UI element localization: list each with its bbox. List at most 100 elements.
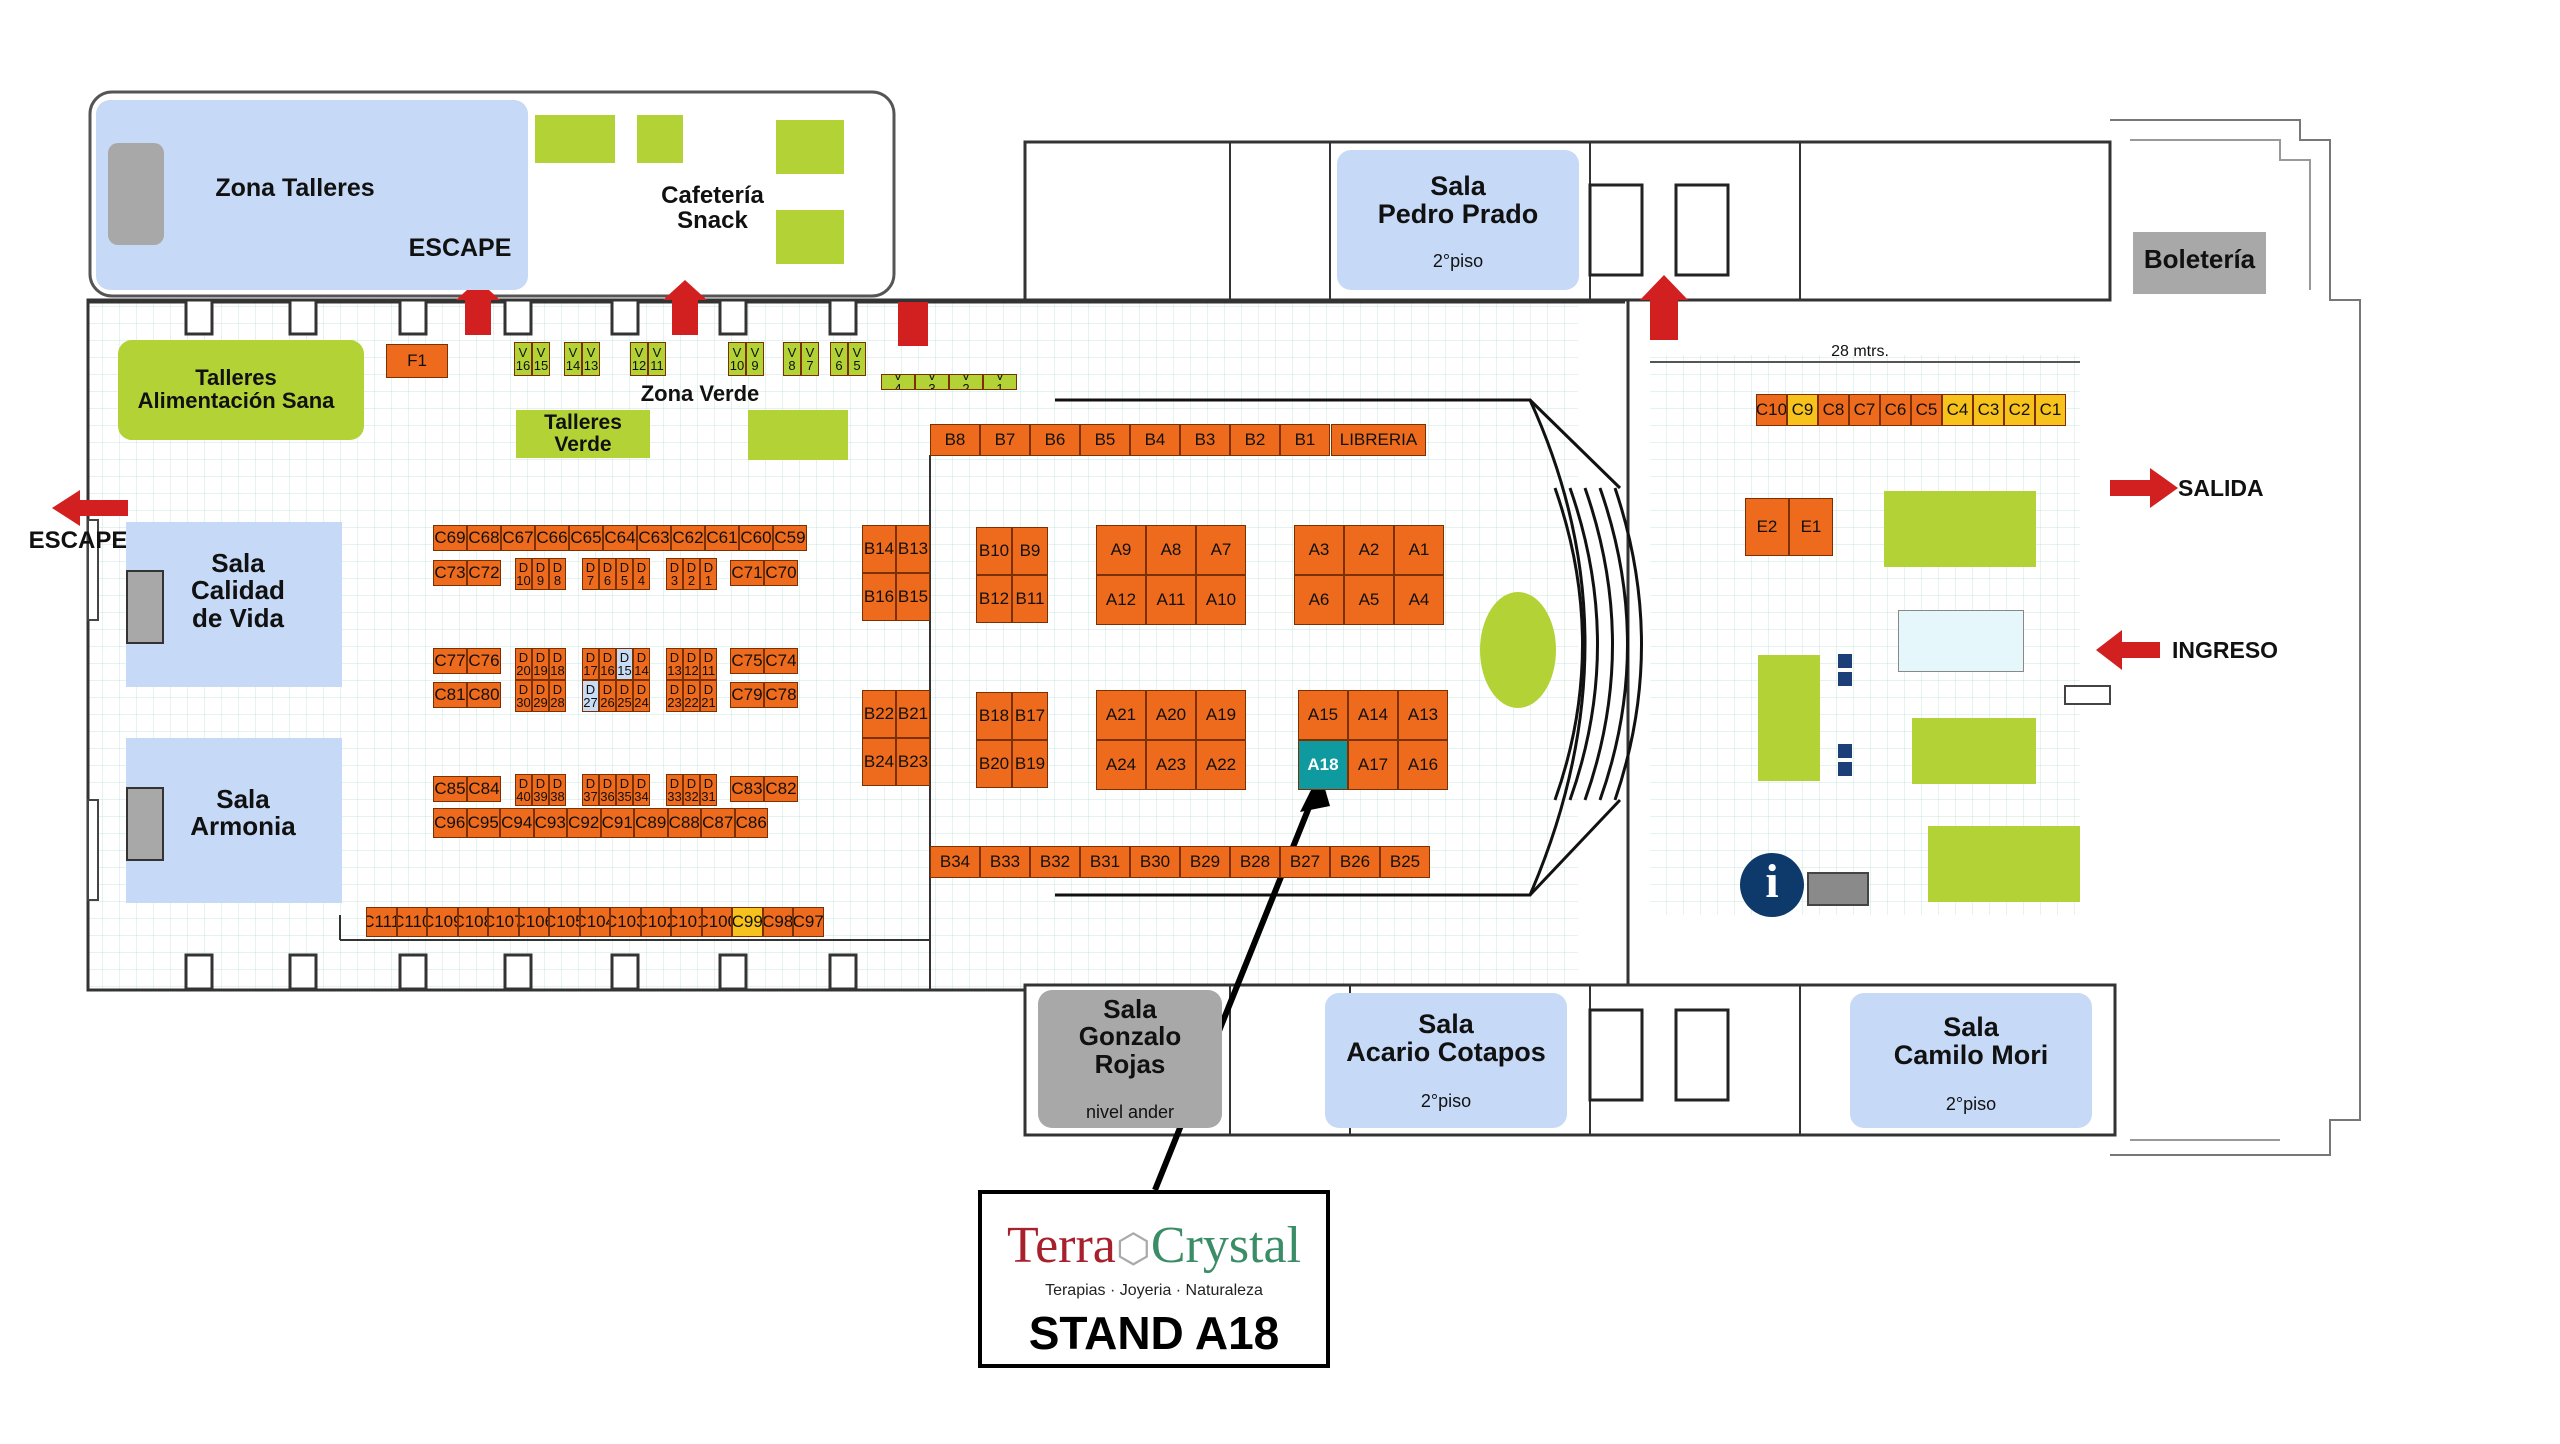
booth-c96[interactable]: C96 xyxy=(433,808,467,838)
booth-c88[interactable]: C88 xyxy=(667,808,701,838)
booth-b27[interactable]: B27 xyxy=(1280,846,1330,878)
booth-c102[interactable]: C102 xyxy=(640,907,671,937)
booth-v7[interactable]: V 7 xyxy=(801,342,819,376)
booth-d3[interactable]: D 3 xyxy=(666,558,683,590)
booth-a16[interactable]: A16 xyxy=(1398,740,1448,790)
booth-d36[interactable]: D 36 xyxy=(599,774,616,806)
booth-a17[interactable]: A17 xyxy=(1348,740,1398,790)
booth-c107[interactable]: C107 xyxy=(488,907,519,937)
booth-c92[interactable]: C92 xyxy=(567,808,601,838)
booth-c86[interactable]: C86 xyxy=(734,808,768,838)
booth-b17[interactable]: B17 xyxy=(1012,692,1048,740)
booth-d12[interactable]: D 12 xyxy=(683,648,700,680)
booth-b1[interactable]: B1 xyxy=(1280,424,1330,456)
booth-d1[interactable]: D 1 xyxy=(700,558,717,590)
booth-d40[interactable]: D 40 xyxy=(515,774,532,806)
booth-d22[interactable]: D 22 xyxy=(683,680,700,712)
booth-c7[interactable]: C7 xyxy=(1849,394,1880,426)
booth-b20[interactable]: B20 xyxy=(976,740,1012,788)
booth-b11[interactable]: B11 xyxy=(1012,575,1048,623)
booth-c93[interactable]: C93 xyxy=(533,808,567,838)
booth-b31[interactable]: B31 xyxy=(1080,846,1130,878)
booth-b34[interactable]: B34 xyxy=(930,846,980,878)
booth-b5[interactable]: B5 xyxy=(1080,424,1130,456)
booth-a12[interactable]: A12 xyxy=(1096,575,1146,625)
booth-b19[interactable]: B19 xyxy=(1012,740,1048,788)
booth-d35[interactable]: D 35 xyxy=(616,774,633,806)
booth-b23[interactable]: B23 xyxy=(896,738,930,786)
booth-d5[interactable]: D 5 xyxy=(616,558,633,590)
booth-v10[interactable]: V 10 xyxy=(728,342,746,376)
booth-d28[interactable]: D 28 xyxy=(549,680,566,712)
booth-c5[interactable]: C5 xyxy=(1911,394,1942,426)
booth-f1[interactable]: F1 xyxy=(386,344,448,378)
booth-a20[interactable]: A20 xyxy=(1146,690,1196,740)
booth-e2[interactable]: E2 xyxy=(1745,498,1789,556)
booth-b21[interactable]: B21 xyxy=(896,690,930,738)
booth-d24[interactable]: D 24 xyxy=(633,680,650,712)
booth-d6[interactable]: D 6 xyxy=(599,558,616,590)
booth-d9[interactable]: D 9 xyxy=(532,558,549,590)
booth-d25[interactable]: D 25 xyxy=(616,680,633,712)
booth-a23[interactable]: A23 xyxy=(1146,740,1196,790)
booth-c97[interactable]: C97 xyxy=(793,907,824,937)
booth-c66[interactable]: C66 xyxy=(535,525,569,551)
booth-d8[interactable]: D 8 xyxy=(549,558,566,590)
booth-c9[interactable]: C9 xyxy=(1787,394,1818,426)
booth-c83[interactable]: C83 xyxy=(730,776,764,802)
booth-v5[interactable]: V 5 xyxy=(848,342,866,376)
booth-c82[interactable]: C82 xyxy=(764,776,798,802)
booth-c109[interactable]: C109 xyxy=(427,907,458,937)
booth-c75[interactable]: C75 xyxy=(730,648,764,674)
booth-c108[interactable]: C108 xyxy=(457,907,488,937)
booth-b2[interactable]: B2 xyxy=(1230,424,1280,456)
booth-d16[interactable]: D 16 xyxy=(599,648,616,680)
booth-v13[interactable]: V 13 xyxy=(582,342,600,376)
booth-c104[interactable]: C104 xyxy=(579,907,610,937)
booth-b30[interactable]: B30 xyxy=(1130,846,1180,878)
booth-b10[interactable]: B10 xyxy=(976,527,1012,575)
booth-a6[interactable]: A6 xyxy=(1294,575,1344,625)
booth-c89[interactable]: C89 xyxy=(634,808,668,838)
booth-c67[interactable]: C67 xyxy=(501,525,535,551)
booth-c4[interactable]: C4 xyxy=(1942,394,1973,426)
booth-v9[interactable]: V 9 xyxy=(746,342,764,376)
booth-v8[interactable]: V 8 xyxy=(783,342,801,376)
booth-d39[interactable]: D 39 xyxy=(532,774,549,806)
booth-d2[interactable]: D 2 xyxy=(683,558,700,590)
booth-c69[interactable]: C69 xyxy=(433,525,467,551)
booth-b28[interactable]: B28 xyxy=(1230,846,1280,878)
booth-c110[interactable]: C110 xyxy=(396,907,427,937)
booth-b29[interactable]: B29 xyxy=(1180,846,1230,878)
booth-d27[interactable]: D 27 xyxy=(582,680,599,712)
booth-b12[interactable]: B12 xyxy=(976,575,1012,623)
booth-v15[interactable]: V 15 xyxy=(532,342,550,376)
booth-a8[interactable]: A8 xyxy=(1146,525,1196,575)
booth-a11[interactable]: A11 xyxy=(1146,575,1196,625)
booth-a18[interactable]: A18 xyxy=(1298,740,1348,790)
booth-a19[interactable]: A19 xyxy=(1196,690,1246,740)
booth-c85[interactable]: C85 xyxy=(433,776,467,802)
booth-c65[interactable]: C65 xyxy=(569,525,603,551)
booth-a2[interactable]: A2 xyxy=(1344,525,1394,575)
booth-v4[interactable]: V 4 xyxy=(881,374,915,390)
booth-d38[interactable]: D 38 xyxy=(549,774,566,806)
booth-c2[interactable]: C2 xyxy=(2004,394,2035,426)
booth-c103[interactable]: C103 xyxy=(610,907,641,937)
booth-c3[interactable]: C3 xyxy=(1973,394,2004,426)
booth-c60[interactable]: C60 xyxy=(739,525,773,551)
booth-d20[interactable]: D 20 xyxy=(515,648,532,680)
booth-b3[interactable]: B3 xyxy=(1180,424,1230,456)
booth-b32[interactable]: B32 xyxy=(1030,846,1080,878)
booth-d19[interactable]: D 19 xyxy=(532,648,549,680)
booth-v2[interactable]: V 2 xyxy=(949,374,983,390)
booth-d31[interactable]: D 31 xyxy=(700,774,717,806)
booth-b15[interactable]: B15 xyxy=(896,573,930,621)
booth-b16[interactable]: B16 xyxy=(862,573,896,621)
booth-c99[interactable]: C99 xyxy=(732,907,763,937)
booth-v6[interactable]: V 6 xyxy=(830,342,848,376)
booth-c10[interactable]: C10 xyxy=(1756,394,1787,426)
booth-d34[interactable]: D 34 xyxy=(633,774,650,806)
booth-b22[interactable]: B22 xyxy=(862,690,896,738)
booth-b26[interactable]: B26 xyxy=(1330,846,1380,878)
